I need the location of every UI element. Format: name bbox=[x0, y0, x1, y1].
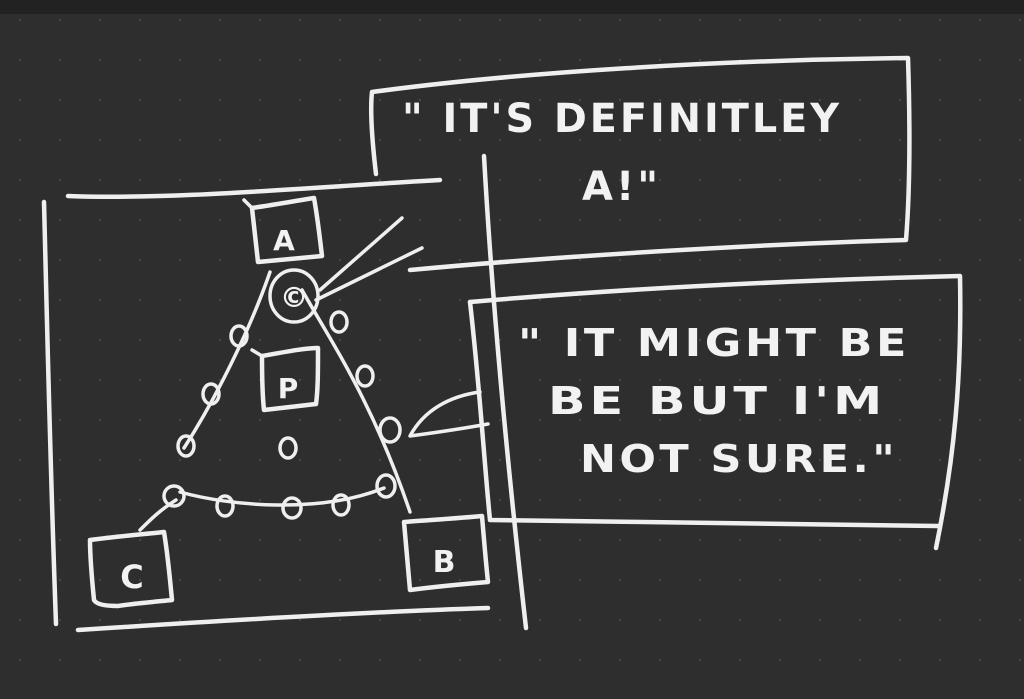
waypoint bbox=[355, 364, 375, 388]
node-b-label: B bbox=[433, 545, 456, 580]
waypoint bbox=[375, 473, 397, 499]
waypoints bbox=[162, 310, 402, 520]
bottom-bubble-line-1: " IT MIGHT BE bbox=[518, 321, 910, 365]
top-edge-shadow bbox=[0, 0, 1024, 14]
waypoint bbox=[162, 484, 186, 508]
waypoint bbox=[278, 436, 298, 460]
top-bubble-text: " IT'S DEFINITLEY A!" bbox=[402, 96, 842, 210]
waypoint bbox=[176, 434, 196, 458]
node-p: P bbox=[250, 345, 321, 413]
waypoint bbox=[331, 493, 351, 517]
waypoint bbox=[229, 324, 249, 348]
node-c: C bbox=[87, 529, 175, 609]
node-p-label: P bbox=[278, 372, 299, 405]
node-c-label: C bbox=[120, 558, 143, 596]
top-bubble-line-2: A!" bbox=[582, 164, 661, 210]
bottom-bubble-line-3: NOT SURE." bbox=[580, 437, 898, 481]
top-speech-bubble bbox=[314, 55, 912, 302]
node-a: A bbox=[242, 195, 325, 265]
top-bubble-line-1: " IT'S DEFINITLEY bbox=[402, 96, 842, 142]
waypoint bbox=[329, 310, 349, 334]
waypoint bbox=[201, 382, 221, 406]
node-a-label: A bbox=[273, 224, 295, 257]
vertical-divider bbox=[481, 153, 529, 631]
circled-marker: © bbox=[268, 268, 320, 324]
node-b: B bbox=[401, 513, 491, 593]
left-frame bbox=[41, 177, 491, 633]
waypoint bbox=[215, 494, 235, 518]
circled-marker-symbol: © bbox=[280, 281, 308, 314]
bottom-bubble-line-2: BE BUT I'M bbox=[548, 379, 886, 423]
bottom-bubble-text: " IT MIGHT BE BE BUT I'M NOT SURE." bbox=[518, 321, 910, 481]
waypoint bbox=[281, 496, 303, 520]
bottom-speech-bubble bbox=[408, 273, 963, 551]
waypoint bbox=[378, 416, 402, 444]
